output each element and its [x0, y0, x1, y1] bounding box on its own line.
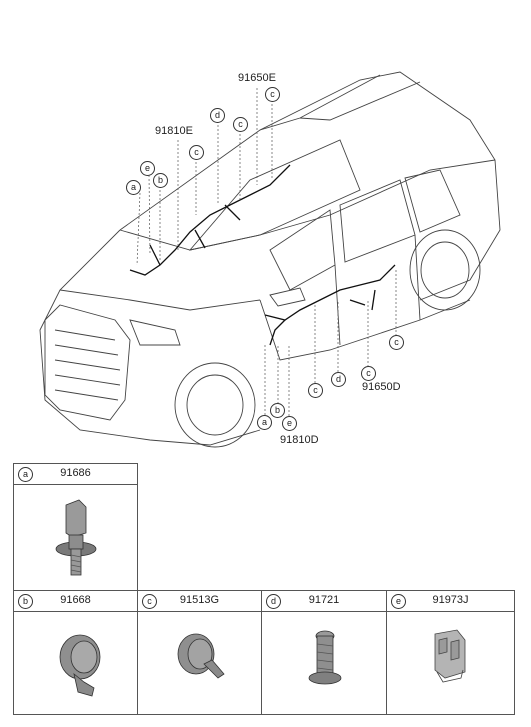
part-card-c: c 91513G: [137, 590, 262, 715]
part-key-badge: b: [18, 594, 33, 609]
callout-d-top: d: [210, 108, 225, 123]
part-card-header: e 91973J: [387, 591, 514, 612]
part-key-badge: d: [266, 594, 281, 609]
callout-a-side: a: [257, 415, 272, 430]
callout-c-top-3: c: [265, 87, 280, 102]
callout-c-top-2: c: [233, 117, 248, 132]
part-card-d: d 91721: [261, 590, 387, 715]
callout-a-top: a: [126, 180, 141, 195]
bracket-clip-icon: [387, 612, 514, 714]
part-number: 91686: [60, 467, 91, 479]
grommet-icon: [14, 612, 137, 714]
callout-91650D: 91650D: [362, 381, 401, 393]
part-card-a: a 91686: [13, 463, 138, 591]
callout-c-side-3: c: [389, 335, 404, 350]
callout-e-top: e: [140, 161, 155, 176]
callout-b-side: b: [270, 403, 285, 418]
bolt-clip-icon: [14, 485, 137, 590]
part-key-badge: c: [142, 594, 157, 609]
callout-d-side: d: [331, 372, 346, 387]
callout-c-side-1: c: [308, 383, 323, 398]
callout-91810E: 91810E: [155, 125, 193, 137]
part-key-badge: a: [18, 467, 33, 482]
part-key-badge: e: [391, 594, 406, 609]
part-card-header: a 91686: [14, 464, 137, 485]
part-card-header: d 91721: [262, 591, 386, 612]
callout-c-side-2: c: [361, 366, 376, 381]
callout-91810D: 91810D: [280, 434, 319, 446]
part-number: 91721: [308, 594, 340, 606]
callout-91650E: 91650E: [238, 72, 276, 84]
part-card-e: e 91973J: [386, 590, 515, 715]
part-card-header: b 91668: [14, 591, 137, 612]
vehicle-illustration: [39, 71, 501, 448]
grommet-cap-icon: [138, 612, 261, 714]
vehicle-harness-diagram: 91650E 91810E 91650D 91810D a e b c d c …: [39, 71, 501, 448]
screw-clip-icon: [262, 612, 386, 714]
callout-e-side: e: [282, 416, 297, 431]
part-number: 91513G: [179, 594, 220, 606]
callout-c-top-1: c: [189, 145, 204, 160]
callout-b-top: b: [153, 173, 168, 188]
part-number: 91668: [60, 594, 91, 606]
part-card-header: c 91513G: [138, 591, 261, 612]
part-number: 91973J: [432, 594, 469, 606]
part-card-b: b 91668: [13, 590, 138, 715]
